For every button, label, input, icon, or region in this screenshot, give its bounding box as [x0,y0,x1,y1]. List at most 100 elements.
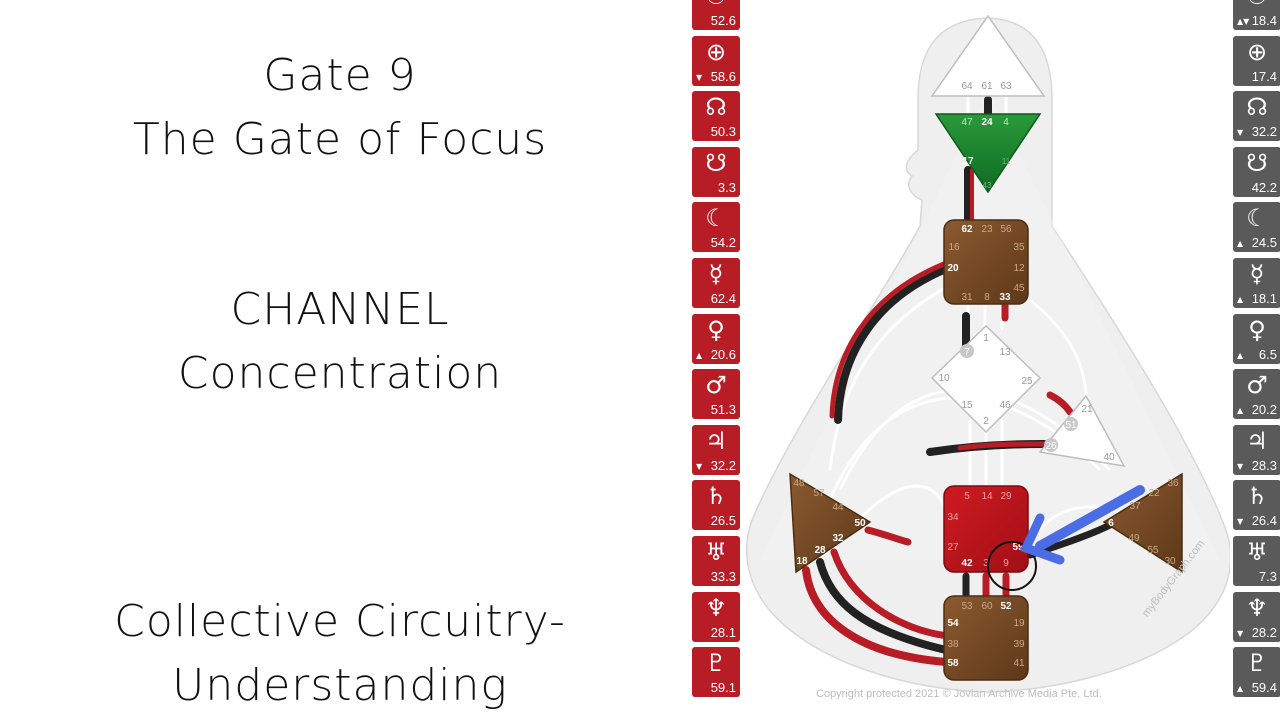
design-cell-mars[interactable]: ♂51.3 [692,369,740,420]
gate-9-highlight-circle [987,541,1037,591]
design-cell-pluto[interactable]: ♇ 59.1 [692,647,740,698]
planet-gate-value: 26.4 [1251,513,1277,529]
channel-name: Concentration [177,348,503,399]
gate-32: 32 [832,533,844,544]
gate-62: 62 [961,224,973,235]
saturn-icon: ♄ [1246,482,1268,511]
gate-6: 6 [1108,518,1114,529]
gate-15: 15 [961,400,973,411]
personality-cell-moon[interactable]: ☾▲24.5 [1233,202,1280,253]
ajna-center [934,113,1042,194]
channel-18-58 [802,566,950,666]
planet-gate-value: 7.3 [1258,568,1277,584]
gate-36: 36 [1167,478,1179,489]
fixing-arrow-icon: ▲ [1237,239,1244,249]
gate-48: 48 [793,478,805,489]
personality-cell-mars[interactable]: ♂▲20.2 [1233,369,1280,420]
personality-cell-mercury[interactable]: ☿▲18.1 [1233,257,1280,308]
channel-title: CHANNEL Concentration [0,278,680,406]
planet-gate-value: 54.2 [710,235,736,251]
gate-40: 40 [1103,452,1115,463]
fixing-arrow-icon: ▲ [1237,406,1244,416]
design-cell-jupiter[interactable]: ♃▼32.2 [692,424,740,475]
gate-44: 44 [832,502,844,513]
root-center [943,595,1029,681]
gate-45: 45 [1013,283,1025,294]
design-cell-saturn[interactable]: ♄26.5 [692,480,740,531]
sun-icon: ☉ [692,0,740,9]
gate-34: 34 [947,512,959,523]
gate-58: 58 [947,658,959,669]
gate-2: 2 [983,416,989,427]
planet-gate-value: 59.4 [1251,680,1277,696]
fixing-arrow-icon: ▲ [696,350,703,360]
design-cell-earth[interactable]: ⊕▼58.6 [692,35,740,86]
personality-cell-north-node[interactable]: ☊▼32.2 [1233,91,1280,142]
gate-35: 35 [1013,242,1025,253]
design-cell-south-node[interactable]: ☋3.3 [692,146,740,197]
neptune-icon: ♆ [1246,593,1268,622]
fixing-arrow-icon: ▼ [696,72,703,82]
gate-26: 26 [1045,441,1057,452]
planet-gate-value: 58.6 [710,68,736,84]
south-node-icon: ☋ [705,148,727,177]
design-cell-uranus[interactable]: ♅33.3 [692,535,740,586]
gate-64: 64 [961,81,973,92]
channel-50-27 [864,526,912,546]
channel-28-38 [816,558,950,654]
planet-gate-value: 28.2 [1251,624,1277,640]
pluto-icon: ♇ [705,649,727,678]
design-cell-mercury[interactable]: ☿62.4 [692,257,740,308]
design-planet-column: ☉52.6⊕▼58.6☊50.3☋3.3☾54.2☿62.4♀▲20.6♂51.… [692,0,740,703]
copyright-text: Copyright protected 2021 © Jovian Archiv… [816,688,1102,700]
planet-gate-value: 42.2 [1251,179,1277,195]
personality-cell-pluto[interactable]: ♇▲59.4 [1233,647,1280,698]
heart-center [1038,394,1126,467]
gate-57: 57 [813,488,825,499]
circuit-title: Collective Circuitry- Understanding [0,590,680,718]
planet-gate-value: 6.5 [1258,346,1277,362]
personality-cell-venus[interactable]: ♀▲6.5 [1233,313,1280,364]
mars-icon: ♂ [1246,371,1268,400]
south-node-icon: ☋ [1246,148,1268,177]
planet-gate-value: 32.2 [1251,124,1277,140]
solar-plexus-center [1102,472,1183,574]
head-center [930,14,1046,97]
gate-9: 9 [1003,558,1009,569]
personality-cell-sun[interactable]: ☉▲▼18.4 [1233,0,1280,30]
gate-7: 7 [964,347,970,358]
personality-cell-saturn[interactable]: ♄▼26.4 [1233,480,1280,531]
fixing-arrow-icon: ▼ [1237,628,1244,638]
gate-8: 8 [984,292,990,303]
design-cell-north-node[interactable]: ☊50.3 [692,91,740,142]
gate-4: 4 [1003,117,1009,128]
channel-51-25 [1046,391,1074,416]
mercury-icon: ☿ [708,259,724,288]
design-cell-venus[interactable]: ♀▲20.6 [692,313,740,364]
channel-label: CHANNEL [230,284,450,335]
personality-cell-south-node[interactable]: ☋ 42.2 [1233,146,1280,197]
design-cell-sun[interactable]: ☉ 52.6 [692,0,740,30]
design-cell-moon[interactable]: ☾54.2 [692,202,740,253]
planet-gate-value: 52.6 [710,13,736,28]
gate-50: 50 [854,518,866,529]
design-cell-neptune[interactable]: ♆28.1 [692,591,740,642]
gate-55: 55 [1147,545,1159,556]
personality-cell-uranus[interactable]: ♅7.3 [1233,535,1280,586]
gate-title: Gate 9 The Gate of Focus [0,44,680,172]
gate-17: 17 [962,156,974,167]
personality-cell-neptune[interactable]: ♆▼ 28.2 [1233,591,1280,642]
fixing-arrow-icon: ▼ [1237,128,1244,138]
moon-icon: ☾ [1246,204,1268,233]
gate-37: 37 [1129,501,1141,512]
gate-52: 52 [1000,601,1012,612]
gate-43: 43 [983,181,992,190]
jupiter-icon: ♃ [1246,426,1268,455]
gate-56: 56 [1000,224,1012,235]
channel-20-34 [834,264,952,424]
planet-gate-value: 59.1 [710,680,736,696]
gate-24: 24 [981,117,993,128]
personality-cell-earth[interactable]: ⊕17.4 [1233,35,1280,86]
gate-29: 29 [1000,491,1012,502]
personality-cell-jupiter[interactable]: ♃▼28.3 [1233,424,1280,475]
